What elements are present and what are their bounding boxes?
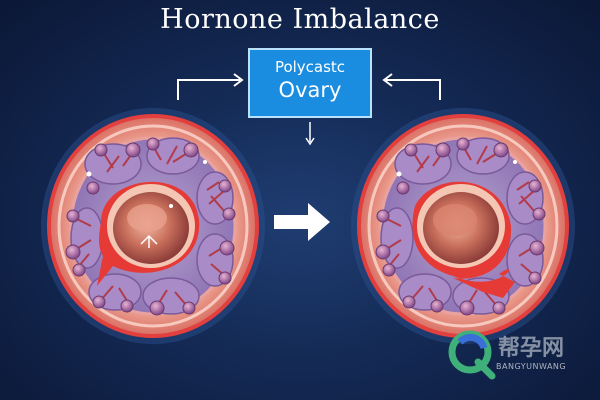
polycystic-ovary-label: Polycastc Ovary: [248, 48, 372, 118]
label-line-1: Polycastc: [274, 58, 346, 76]
down-connector-arrowhead: [305, 137, 315, 146]
watermark-english: BANGYUNWANG: [496, 362, 567, 371]
connector-lines: [177, 73, 441, 146]
right-connector: [386, 79, 441, 100]
q-logo-icon: [448, 330, 496, 380]
watermark: 帮孕网 BANGYUNWANG: [446, 330, 596, 380]
diagram-title: Hornone Imbalance: [160, 4, 440, 35]
watermark-chinese: 帮孕网: [498, 336, 565, 361]
right-ovary: [351, 108, 575, 344]
right-arrow-icon: [274, 203, 330, 241]
right-connector-arrowhead: [382, 73, 393, 87]
label-line-2: Ovary: [278, 78, 342, 102]
left-connector: [177, 79, 240, 100]
left-connector-arrowhead: [233, 73, 244, 87]
left-ovary: [41, 108, 265, 344]
